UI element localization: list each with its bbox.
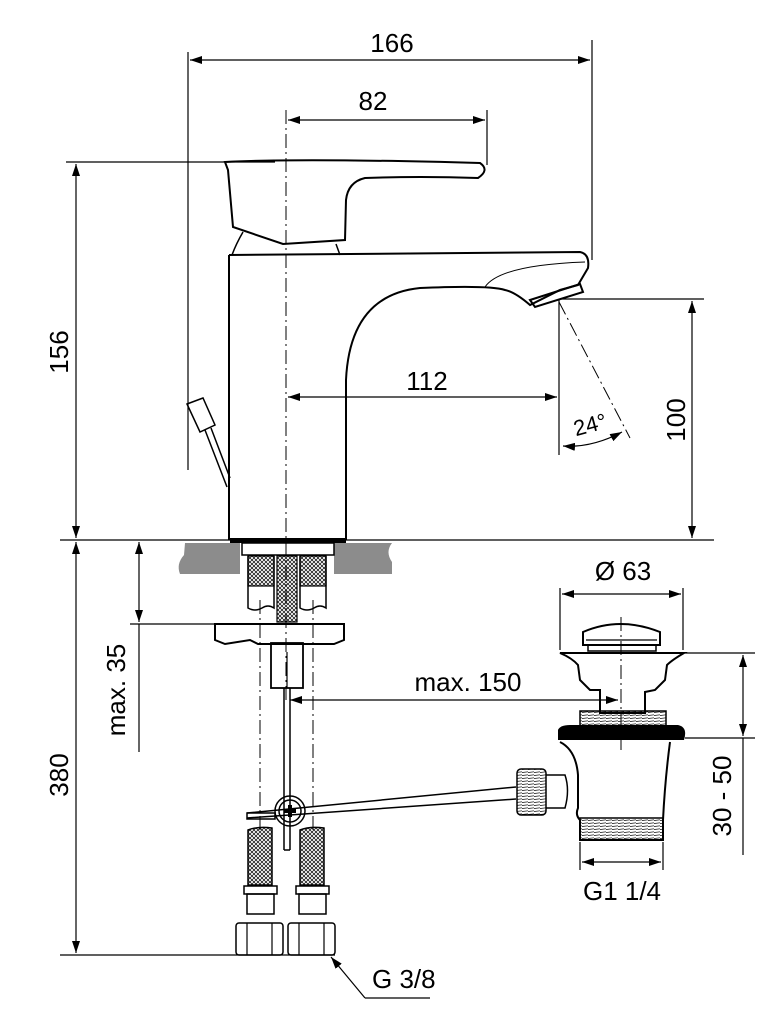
dimension-spray-angle: 24° [558,301,631,451]
mounting-hoses-upper [247,555,327,623]
waste-body [546,652,688,841]
dimension-label-156: 156 [44,330,74,373]
dimension-overall-height: 156 [44,161,275,538]
pop-up-knob [185,397,231,488]
dimension-waste-thread: G1 1/4 [579,842,664,906]
dimension-lever-reach: 82 [288,86,488,165]
dimension-label-24-degrees: 24° [571,408,610,441]
dimension-label-380: 380 [44,753,74,796]
pop-up-rod [283,688,291,851]
dimension-label-30-50: 30 - 50 [707,756,737,837]
dimension-max-counter-thickness: max. 35 [101,542,143,752]
waste-plug [582,623,661,652]
dimension-spout-height: 100 [560,298,704,538]
dimension-overall-depth: 166 [187,28,593,470]
dimension-label-g1-1-4: G1 1/4 [583,876,661,906]
dimension-label-g-3-8: G 3/8 [372,964,436,994]
dimension-label-82: 82 [359,86,388,116]
dimension-supply-thread: G 3/8 [330,956,436,999]
dimension-label-100: 100 [661,398,691,441]
dimension-label-166: 166 [370,28,413,58]
dimension-label-max-35: max. 35 [101,644,131,737]
countertop-right [334,543,392,574]
dimension-spout-reach: 112 [288,300,560,455]
supply-hoses-lower [235,826,336,956]
dimension-waste-adjust-range: 30 - 50 [685,652,755,855]
dimension-label-112: 112 [406,366,447,396]
fixing-plate [214,623,345,689]
dimension-label-diameter-63: Ø 63 [595,556,651,586]
dimension-label-max-150: max. 150 [415,667,522,697]
pop-up-linkage-bar [246,786,517,827]
dimension-max-waste-distance: max. 150 [290,667,618,704]
tap-body [228,250,590,540]
tap-lever-handle [223,159,486,256]
tap-base-flange [230,538,346,556]
countertop-left [178,543,240,574]
dimension-waste-diameter: Ø 63 [559,556,684,650]
linkage-nut [516,768,547,816]
dimension-below-counter-length: 380 [44,542,80,953]
